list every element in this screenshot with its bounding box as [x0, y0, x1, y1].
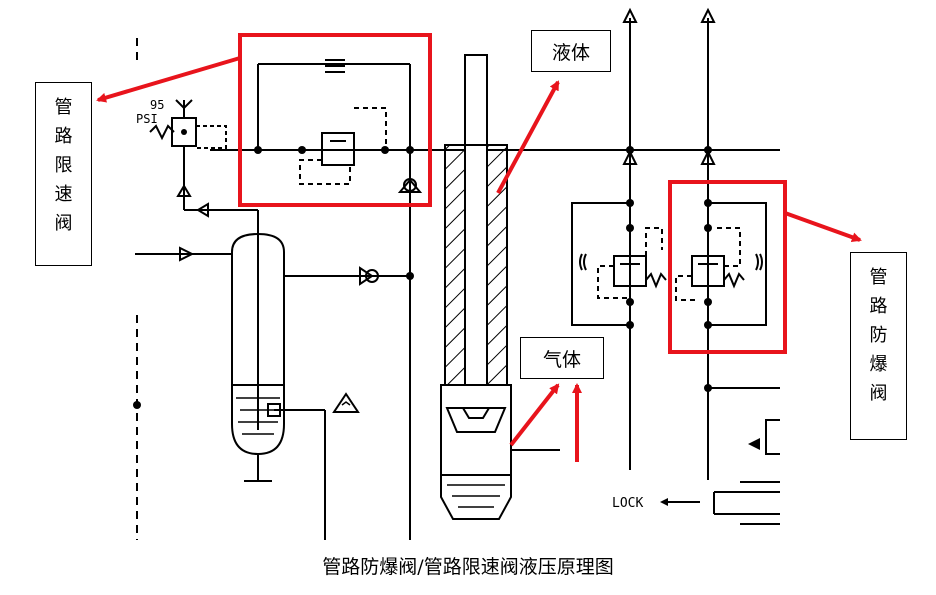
right-fuse-valve-symbol [675, 199, 767, 329]
right-label-char: 管 [869, 267, 888, 288]
left-label-char: 阀 [54, 213, 73, 234]
dashed-boundary-line [133, 38, 141, 540]
liquid-callout-arrow [496, 80, 560, 194]
left-label-char: 限 [54, 155, 73, 176]
left-label-char: 速 [54, 184, 73, 205]
right-label-box: 管 路 防 爆 阀 [850, 252, 907, 440]
left-label-char: 路 [54, 126, 73, 147]
shock-strut-cylinder [440, 54, 560, 520]
diagram-caption: 管路防爆阀/管路限速阀液压原理图 [322, 556, 614, 578]
left-label-box: 管 路 限 速 阀 [35, 82, 92, 266]
pressure-unit-text: PSI [136, 112, 158, 126]
gas-callout-arrow [509, 383, 560, 447]
fuse-callout-arrow [784, 211, 862, 242]
liquid-label-box: 液体 [531, 30, 611, 72]
reservoir-cylinder [135, 232, 414, 540]
highlight-frames [238, 33, 787, 354]
right-label-char: 路 [869, 296, 888, 317]
fuse-highlight-frame [668, 180, 787, 354]
limiter-callout-arrow [96, 56, 241, 103]
left-fuse-valve-symbol [571, 199, 667, 329]
flow-limiter-valve-symbol [254, 107, 423, 193]
right-supply-lines [622, 7, 780, 480]
lock-actuator-symbol [660, 419, 780, 525]
callout-arrows [96, 56, 862, 462]
left-label-char: 管 [54, 97, 73, 118]
lock-text: LOCK [612, 496, 643, 511]
right-label-char: 阀 [869, 383, 888, 404]
pressure-value-text: 95 [150, 98, 164, 112]
right-label-char: 防 [869, 325, 888, 346]
gas-label: 气体 [542, 348, 581, 371]
limiter-highlight-frame [238, 33, 432, 207]
pressure-relief-valve-symbol [149, 99, 259, 240]
liquid-label: 液体 [551, 41, 590, 64]
gas-label-box: 气体 [520, 337, 604, 379]
right-label-char: 爆 [869, 354, 888, 375]
